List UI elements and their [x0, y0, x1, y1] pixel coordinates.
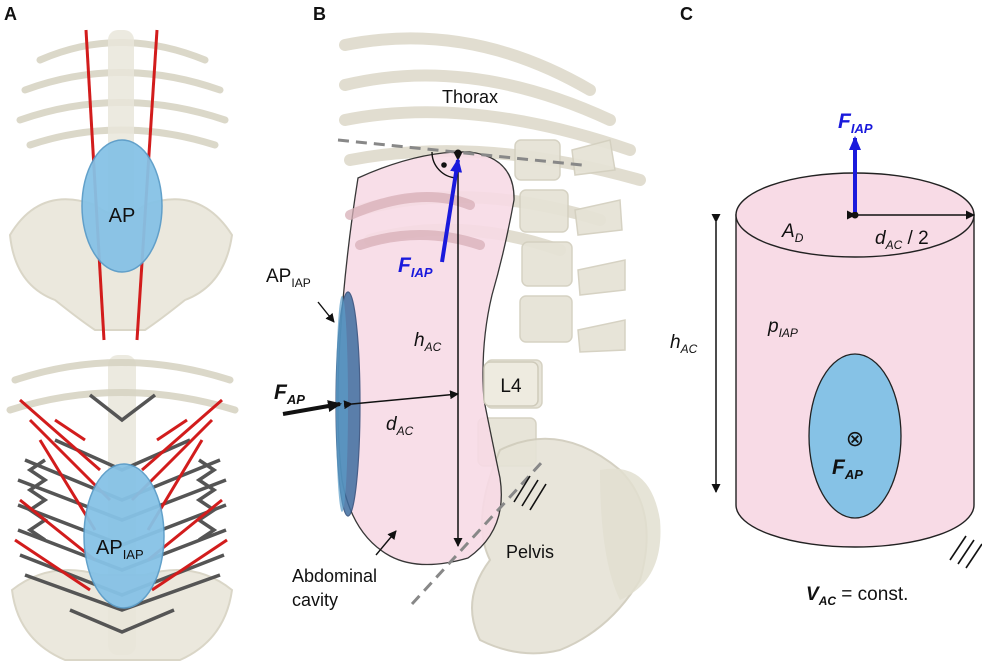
h-ac-label-b: hAC — [414, 330, 442, 354]
f-ap-label-b: FAP — [274, 381, 305, 407]
vertebra-l4 — [483, 361, 539, 407]
f-ap-label-c: FAP — [832, 456, 863, 482]
d-ac-label-b: dAC — [386, 414, 414, 438]
pelvic-floor-line — [410, 460, 544, 606]
abdominal-cavity-label-2: cavity — [292, 590, 338, 610]
panel-letter-c: C — [680, 4, 693, 24]
pelvis-bone — [10, 569, 234, 661]
thorax-label: Thorax — [442, 87, 498, 107]
d-ac-arrow — [343, 390, 459, 410]
v-ac-label: VAC = const. — [806, 584, 908, 608]
ap-iap-label-b: APIAP — [266, 266, 311, 290]
ap-iap-label: APIAP — [96, 537, 144, 562]
ap-label: AP — [109, 205, 136, 227]
f-iap-label-c: FIAP — [838, 110, 873, 136]
ap-iap-ellipse — [83, 463, 165, 609]
f-iap-origin-dot — [454, 149, 462, 157]
center-dot — [851, 211, 859, 219]
ribcage-bone — [6, 359, 239, 414]
panel-c: FIAP AD dAC / 2 hAC pIAP ⊗ FAP VAC = con… — [670, 110, 982, 608]
ap-ellipse — [81, 139, 163, 273]
sacrum-bone — [600, 468, 661, 600]
panel-a-top: AP — [8, 29, 234, 341]
out-of-plane-symbol: ⊗ — [846, 426, 864, 451]
a-d-label: AD — [781, 221, 804, 245]
ap-side-ellipse — [808, 353, 902, 519]
ground-hatch — [513, 475, 547, 511]
radius-label: dAC / 2 — [875, 228, 929, 252]
panel-a-bottom: APIAP — [6, 355, 239, 661]
right-angle-marker — [431, 151, 457, 179]
h-ac-label-c: hAC — [670, 332, 698, 356]
f-iap-arrow — [440, 158, 463, 263]
abdominal-cavity-label-1: Abdominal — [292, 566, 377, 586]
ap-iap-side-highlight — [336, 296, 348, 512]
pelvis-label: Pelvis — [506, 542, 554, 562]
panel-letter-b: B — [313, 4, 326, 24]
p-iap-label: pIAP — [767, 316, 798, 340]
f-ap-arrow — [282, 400, 342, 416]
diaphragm-line — [337, 138, 583, 167]
panel-letter-a: A — [4, 4, 17, 24]
panel-b: Thorax FIAP APIAP hAC L4 FAP dAC Pelvis … — [266, 32, 661, 655]
ap-iap-pointer — [317, 301, 335, 323]
l4-label: L4 — [500, 376, 522, 397]
f-iap-label: FIAP — [398, 254, 433, 280]
right-angle-dot — [441, 162, 447, 168]
ground-hatch-c — [949, 535, 982, 569]
abdominal-pointer — [375, 530, 397, 556]
